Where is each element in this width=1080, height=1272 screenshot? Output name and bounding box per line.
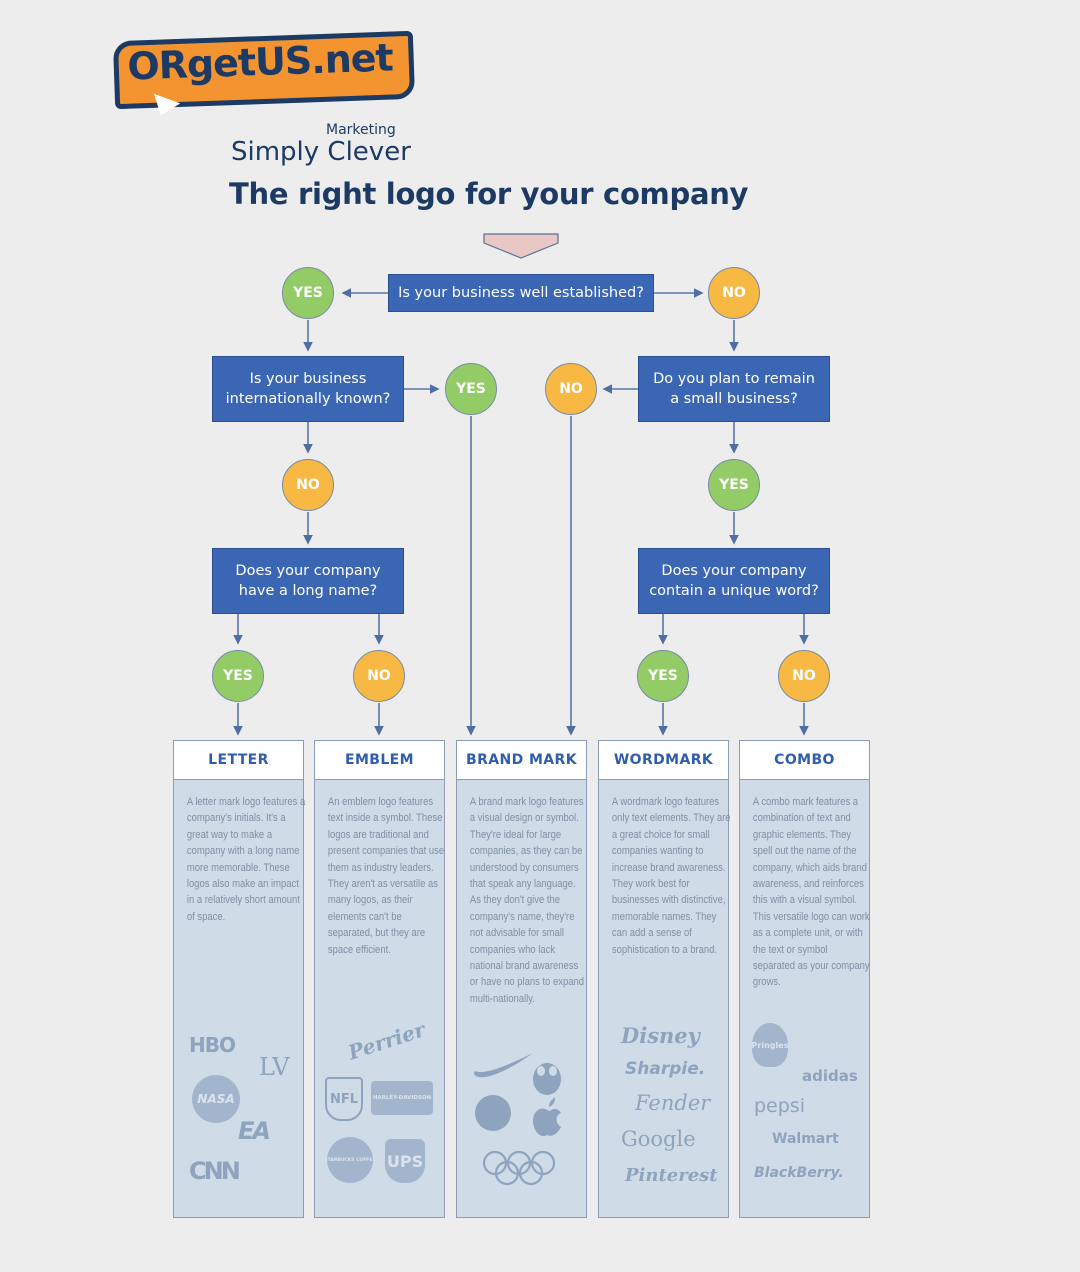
apple-icon (533, 1097, 561, 1137)
column-letter: LETTER A letter mark logo features a com… (173, 740, 305, 1218)
column-wordmark: WORDMARK A wordmark logo features only t… (598, 740, 731, 1218)
answer-no-international: NO (282, 459, 334, 511)
answer-no-small-business: NO (545, 363, 597, 415)
logo-perrier: Perrier (345, 1017, 428, 1065)
answer-yes-long-name: YES (212, 650, 264, 702)
logo-hbo: HBO (189, 1033, 236, 1057)
olympic-rings-icon (482, 1150, 556, 1186)
column-title-emblem: EMBLEM (315, 741, 444, 780)
logo-harley-davidson: HARLEY-DAVIDSON (371, 1081, 433, 1115)
question-established: Is your business well established? (388, 274, 654, 312)
answer-no-unique-word: NO (778, 650, 830, 702)
logo-pringles: Pringles (752, 1023, 788, 1067)
start-arrow (483, 233, 559, 259)
question-unique-word: Does your company contain a unique word? (638, 548, 830, 614)
column-title-combo: COMBO (740, 741, 869, 780)
column-title-brand-mark: BRAND MARK (457, 741, 586, 780)
column-desc-wordmark: A wordmark logo features only text eleme… (611, 796, 731, 956)
logo-nfl: NFL (325, 1077, 363, 1121)
answer-yes-unique-word: YES (637, 650, 689, 702)
answer-yes-international: YES (445, 363, 497, 415)
logo-pepsi: pepsi (754, 1095, 805, 1117)
logo-sharpie: Sharpie. (625, 1059, 706, 1079)
column-desc-letter: A letter mark logo features a company's … (186, 796, 306, 923)
brand-mark-logos (474, 1053, 561, 1186)
answer-no-established: NO (708, 267, 760, 319)
logo-pinterest: Pinterest (625, 1165, 718, 1186)
question-international: Is your business internationally known? (212, 356, 404, 422)
answer-no-long-name: NO (353, 650, 405, 702)
column-desc-combo: A combo mark features a combination of t… (752, 796, 870, 989)
page-title: The right logo for your company (229, 177, 749, 211)
tagline-simply-clever: Simply Clever (231, 137, 411, 167)
column-desc-emblem: An emblem logo features text inside a sy… (327, 796, 445, 956)
logo-cnn: CNN (189, 1157, 241, 1185)
column-title-letter: LETTER (174, 741, 303, 780)
column-title-wordmark: WORDMARK (599, 741, 728, 780)
column-desc-brand-mark: A brand mark logo features a visual desi… (469, 796, 585, 1005)
logo-adidas: adidas (802, 1067, 858, 1085)
logo-google: Google (621, 1127, 696, 1151)
question-long-name: Does your company have a long name? (212, 548, 404, 614)
logo-walmart: Walmart (772, 1131, 839, 1147)
logo-blackberry: BlackBerry. (754, 1165, 844, 1181)
answer-yes-small-business: YES (708, 459, 760, 511)
tagline-marketing: Marketing (326, 122, 396, 138)
logo-fender: Fender (635, 1091, 711, 1115)
column-emblem: EMBLEM An emblem logo features text insi… (314, 740, 445, 1218)
answer-yes-established: YES (282, 267, 334, 319)
logo-nasa: NASA (192, 1075, 240, 1123)
column-combo: COMBO A combo mark features a combinatio… (739, 740, 870, 1218)
panda-icon (533, 1063, 561, 1095)
question-small-business: Do you plan to remain a small business? (638, 356, 830, 422)
logo-lv: LV (259, 1053, 290, 1081)
logo-ea: EA (238, 1117, 271, 1145)
logo-starbucks: STARBUCKS COFFEE (325, 1137, 376, 1183)
logo-disney: Disney (621, 1023, 700, 1048)
column-brand-mark: BRAND MARK A brand mark logo features a … (456, 740, 587, 1218)
swoosh-icon (474, 1053, 533, 1078)
logo-ups: UPS (385, 1139, 425, 1183)
globe-icon (475, 1095, 511, 1131)
